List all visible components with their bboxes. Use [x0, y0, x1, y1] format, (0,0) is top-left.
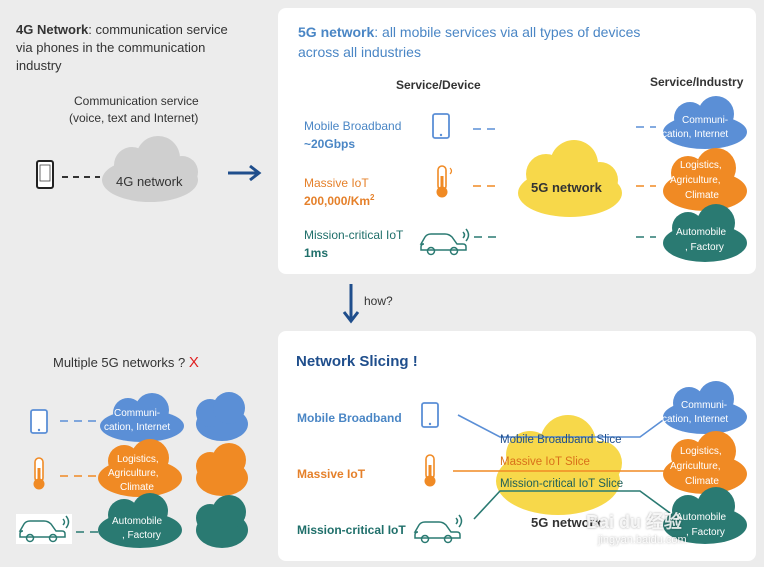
br-row-mission-critical: Mission-critical IoT	[297, 523, 406, 537]
slice-label-mobile-broadband: Mobile Broadband Slice	[500, 434, 622, 446]
cloud-automobile-factory	[98, 493, 182, 548]
thermometer-icon	[33, 457, 45, 490]
title-4g-line2: via phones in the communication	[16, 40, 206, 55]
title-4g-line3: industry	[16, 58, 62, 73]
header-service-industry: Service/Industry	[650, 75, 744, 89]
row-massive-iot-label: Massive IoT	[304, 176, 369, 190]
br-row-massive-iot: Massive IoT	[297, 467, 366, 481]
row-mobile-broadband-sub: ~20Gbps	[304, 137, 356, 151]
br-row-mobile-broadband: Mobile Broadband	[297, 411, 402, 425]
row-mobile-broadband-label: Mobile Broadband	[304, 119, 402, 133]
thermometer-icon	[424, 454, 436, 487]
bl-auto-l1: Automobile	[112, 516, 163, 527]
thermometer-icon	[436, 165, 453, 198]
arrow-down-icon	[342, 284, 360, 324]
slice-line-mobile-broadband	[457, 414, 671, 438]
industry-logistics-l3: Climate	[685, 190, 719, 201]
bl-auto-l2: , Factory	[122, 530, 161, 541]
bl-comm-l2: cation, Internet	[104, 422, 171, 433]
comm-service-label: Communication service	[74, 94, 199, 108]
network-cloud-teal	[196, 495, 248, 548]
bl-logistics-l3: Climate	[120, 482, 154, 493]
watermark-baidu: Bai du 经验	[586, 512, 683, 532]
slice-label-massive-iot: Massive IoT Slice	[500, 456, 590, 468]
phone-icon	[36, 160, 54, 189]
br-logistics-l2: Agriculture,	[670, 461, 721, 472]
cloud-logistics-agriculture	[98, 439, 182, 497]
row-massive-iot-sub: 200,000/Km2	[304, 193, 375, 208]
industry-logistics-l2: Agriculture,	[670, 175, 721, 186]
br-logistics-l3: Climate	[685, 476, 719, 487]
how-label: how?	[364, 294, 393, 308]
diagram-4g	[36, 136, 262, 202]
arrow-right-icon	[228, 164, 262, 182]
cloud-5g	[518, 140, 622, 217]
tablet-icon	[421, 402, 439, 428]
title-5g-line2: across all industries	[298, 44, 421, 60]
cloud-4g-label: 4G network	[116, 174, 183, 189]
diagram-network-slicing	[413, 381, 747, 544]
slice-label-mission-critical: Mission-critical IoT Slice	[500, 478, 624, 490]
cloud-automobile-factory	[663, 204, 747, 262]
title-4g-network: 4G Network: communication service	[16, 22, 228, 37]
industry-auto-l2: , Factory	[685, 242, 724, 253]
header-service-device: Service/Device	[396, 78, 481, 92]
network-cloud-orange	[196, 443, 248, 496]
bl-logistics-l1: Logistics,	[117, 454, 159, 465]
br-cloud-5g-label: 5G network	[531, 515, 602, 530]
cloud-logistics-agriculture	[663, 148, 747, 211]
br-auto-l1: Automobile	[676, 512, 727, 523]
cloud-4g	[102, 136, 198, 202]
industry-logistics-l1: Logistics,	[680, 160, 722, 171]
br-comm-l2: cation, Internet	[662, 414, 729, 425]
car-icon	[16, 514, 72, 544]
comm-service-detail: (voice, text and Internet)	[69, 111, 199, 125]
cloud-communication-internet	[663, 381, 747, 434]
cloud-5g	[496, 415, 622, 515]
cloud-automobile-factory	[663, 487, 747, 544]
industry-comm-l1: Communi-	[682, 115, 729, 126]
bl-comm-l1: Communi-	[114, 408, 161, 419]
car-icon	[419, 228, 470, 256]
bl-logistics-l2: Agriculture,	[108, 468, 159, 479]
tablet-icon	[30, 409, 48, 434]
network-cloud-blue	[196, 392, 248, 441]
br-comm-l1: Communi-	[681, 400, 728, 411]
tablet-icon	[432, 113, 450, 139]
cloud-communication-internet	[663, 96, 747, 149]
br-auto-l2: , Factory	[686, 527, 725, 538]
car-icon	[413, 514, 463, 544]
cloud-logistics-agriculture	[663, 431, 747, 494]
row-mission-critical-sub: 1ms	[304, 246, 329, 260]
cloud-5g-label: 5G network	[531, 180, 602, 195]
diagram-multiple-5g	[16, 392, 248, 548]
br-logistics-l1: Logistics,	[680, 446, 722, 457]
title-5g-network: 5G network: all mobile services via all …	[298, 24, 641, 40]
title-network-slicing: Network Slicing !	[296, 353, 418, 370]
row-mission-critical-label: Mission-critical IoT	[304, 228, 404, 242]
industry-comm-l2: cation, Internet	[662, 129, 729, 140]
title-multiple-5g: Multiple 5G networks ? X	[53, 354, 199, 371]
diagram-5g	[419, 96, 747, 262]
slice-line-mission-critical	[473, 490, 671, 520]
watermark-url: jingyan.baidu.com	[598, 534, 687, 546]
cloud-communication-internet	[100, 393, 184, 442]
industry-auto-l1: Automobile	[676, 227, 727, 238]
